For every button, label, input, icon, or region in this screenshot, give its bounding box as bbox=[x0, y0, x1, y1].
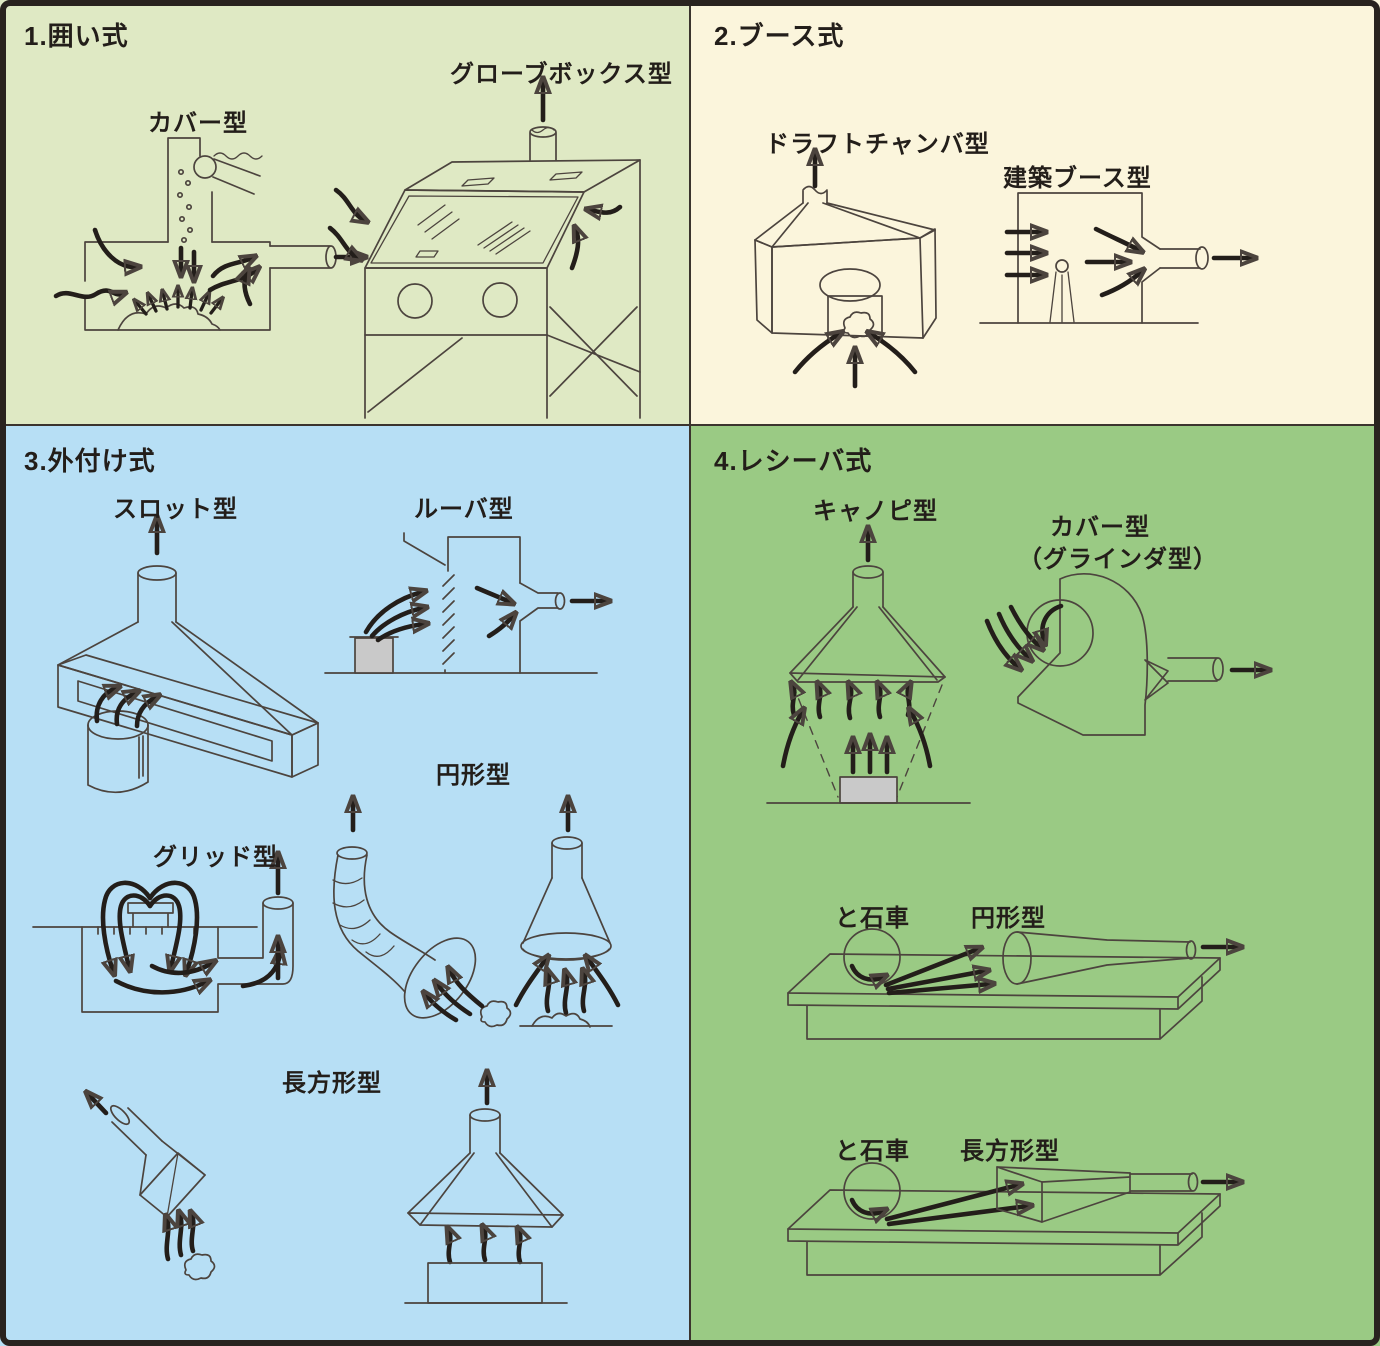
circular-funnel-figure bbox=[513, 801, 621, 1028]
quadrant-divider-horizontal bbox=[0, 424, 1380, 426]
label-cover-grinder-type: カバー型 bbox=[1050, 514, 1150, 541]
quadrant-2-title: 2.ブース式 bbox=[714, 21, 845, 51]
booth-drawing bbox=[754, 0, 1380, 389]
grinder-cover-figure bbox=[984, 572, 1266, 736]
enclosure-drawing bbox=[53, 0, 641, 419]
label-cover-grinder-type-sub: （グラインダ型） bbox=[1018, 546, 1218, 573]
label-grinding-wheel-1: と石車 bbox=[835, 905, 910, 932]
label-slot-type: スロット型 bbox=[113, 496, 238, 523]
label-louver-type: ルーバ型 bbox=[414, 496, 514, 523]
grid-type-figure bbox=[32, 857, 294, 1013]
circular-hose-figure bbox=[332, 801, 512, 1028]
cover-type-figure bbox=[53, 137, 362, 331]
quadrant-4-title: 4.レシーバ式 bbox=[714, 446, 873, 476]
louver-type-figure bbox=[324, 532, 606, 674]
label-grinding-wheel-2: と石車 bbox=[835, 1138, 910, 1165]
label-building-booth-type: 建築ブース型 bbox=[1003, 165, 1152, 192]
label-glove-box-type: グローブボックス型 bbox=[450, 61, 673, 88]
label-rectangular-type: 長方形型 bbox=[282, 1070, 382, 1097]
label-canopy-type: キャノピ型 bbox=[813, 498, 938, 525]
label-circular-receiver: 円形型 bbox=[971, 905, 1046, 932]
rectangular-hood-figure bbox=[404, 1075, 568, 1304]
wheel-circular-figure bbox=[787, 928, 1238, 1040]
label-circular-type: 円形型 bbox=[436, 762, 511, 789]
draft-chamber-figure bbox=[754, 154, 937, 389]
quadrant-booth: 2.ブース式 ドラフトチャンバ型 建築ブース型 bbox=[690, 0, 1380, 425]
quadrant-1-title: 1.囲い式 bbox=[24, 21, 129, 51]
label-rectangular-receiver: 長方形型 bbox=[960, 1138, 1060, 1165]
label-grid-type: グリッド型 bbox=[153, 844, 278, 871]
label-cover-type: カバー型 bbox=[148, 110, 248, 137]
exterior-drawing bbox=[32, 425, 621, 1304]
wheel-rectangular-figure bbox=[787, 1162, 1238, 1276]
receiver-drawing bbox=[766, 425, 1380, 1276]
quadrant-3-title: 3.外付け式 bbox=[24, 446, 156, 476]
canopy-type-figure bbox=[766, 531, 971, 804]
slot-type-figure bbox=[57, 521, 319, 794]
quadrant-enclosure: 1.囲い式 カバー型 グローブボックス型 bbox=[0, 0, 690, 425]
quadrant-receiver: 4.レシーバ式 キャノピ型 カバー型 （グラインダ型） と石車 円形型 と石車 … bbox=[690, 425, 1380, 1346]
building-booth-figure bbox=[979, 192, 1252, 324]
glove-box-figure bbox=[327, 82, 641, 419]
quadrant-exterior: 3.外付け式 スロット型 ルーバ型 グリッド型 円形型 長方形型 bbox=[0, 425, 690, 1346]
label-draft-chamber-type: ドラフトチャンバ型 bbox=[765, 131, 990, 158]
rectangular-angled-figure bbox=[89, 1095, 216, 1281]
quadrant-divider-vertical bbox=[689, 0, 691, 1346]
